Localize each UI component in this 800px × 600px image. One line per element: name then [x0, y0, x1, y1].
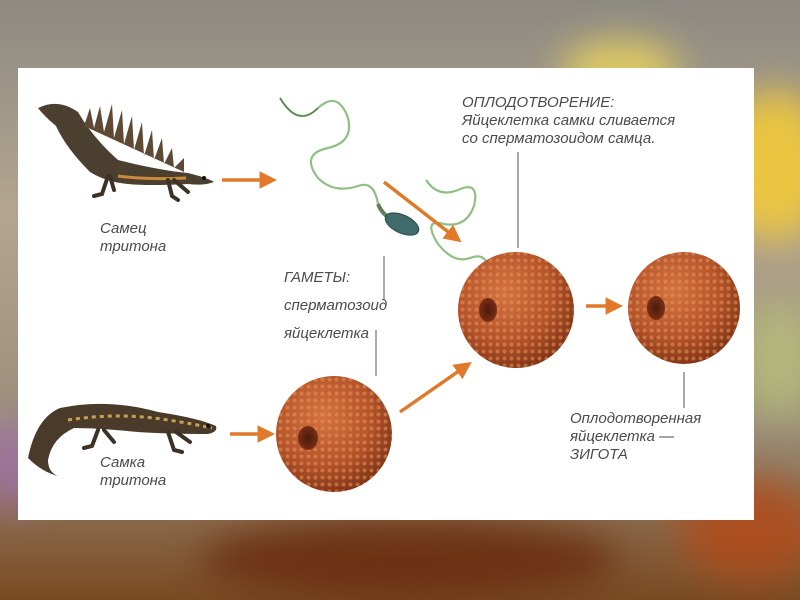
male-newt-label-line1: Самец: [100, 220, 166, 238]
gametes-label: ГАМЕТЫ: сперматозоид яйцеклетка: [284, 264, 387, 348]
male-newt-label: Самец тритона: [100, 220, 166, 256]
female-newt-label-line2: тритона: [100, 472, 166, 490]
zygote-label-line2: яйцеклетка —: [570, 428, 701, 446]
zygote-illustration: [628, 252, 740, 364]
fertilization-title: ОПЛОДОТВОРЕНИЕ:: [462, 94, 675, 112]
male-newt-label-line2: тритона: [100, 238, 166, 256]
male-newt-illustration: [38, 104, 214, 200]
arrow-egg-to-fertilization: [400, 366, 466, 412]
fertilization-label: ОПЛОДОТВОРЕНИЕ: Яйцеклетка самки сливает…: [462, 94, 675, 148]
fertilization-description-line1: Яйцеклетка самки сливается: [462, 112, 675, 130]
female-newt-label-line1: Самка: [100, 454, 166, 472]
gametes-title: ГАМЕТЫ:: [284, 264, 387, 292]
egg-cell-illustration: [276, 376, 392, 492]
zygote-label-line3: ЗИГОТА: [570, 446, 701, 464]
sperm-cell-illustration-1: [280, 98, 422, 240]
zygote-label: Оплодотворенная яйцеклетка — ЗИГОТА: [570, 410, 701, 464]
gamete-sperm-label: сперматозоид: [284, 292, 387, 320]
egg-fertilization-illustration: [458, 252, 574, 368]
female-newt-label: Самка тритона: [100, 454, 166, 490]
zygote-label-line1: Оплодотворенная: [570, 410, 701, 428]
fertilization-description-line2: со сперматозоидом самца.: [462, 130, 675, 148]
newt-fertilization-diagram: Самец тритона Самка тритона ГАМЕТЫ: спер…: [18, 68, 754, 520]
gamete-egg-label: яйцеклетка: [284, 320, 387, 348]
